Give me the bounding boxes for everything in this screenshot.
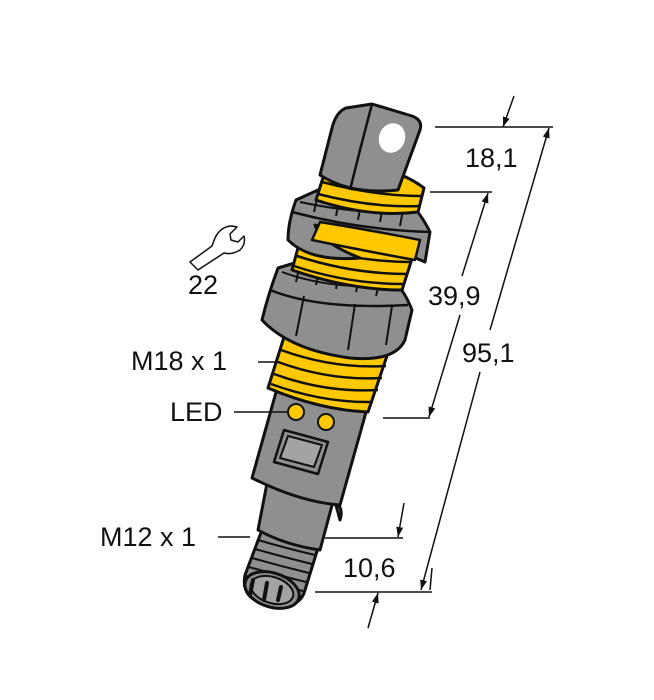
led-2: [317, 413, 335, 431]
sensor-head: [318, 102, 423, 193]
wrench-icon: [189, 225, 246, 271]
dim-18-1-arrow-top: [502, 95, 515, 128]
led-1: [287, 403, 305, 421]
dim-95-1-upper: [489, 127, 550, 331]
leader-lines: [218, 361, 288, 538]
led-label: LED: [170, 397, 223, 427]
connector-thread-label: M12 x 1: [100, 522, 197, 552]
housing-thread-label: M18 x 1: [131, 346, 228, 376]
dim-95-1-lower: [420, 371, 481, 591]
dim-thread-length: 39,9: [428, 281, 481, 311]
dimension-lines: [315, 95, 553, 629]
wrench-size-label: 22: [188, 270, 219, 300]
led-housing: [250, 376, 370, 507]
m12-connector: [242, 528, 320, 610]
mounting-hole: [378, 123, 406, 153]
dim-39-9-upper: [461, 192, 489, 277]
dim-connector-length: 10,6: [343, 553, 396, 583]
dim-10-6-arrow-bottom: [367, 592, 379, 629]
dim-total-length: 95,1: [462, 338, 515, 368]
sensor-body: [242, 102, 432, 610]
dim-10-6-arrow-top: [396, 502, 405, 538]
dim-head-width: 18,1: [465, 143, 518, 173]
dim-39-9-lower: [428, 314, 461, 418]
